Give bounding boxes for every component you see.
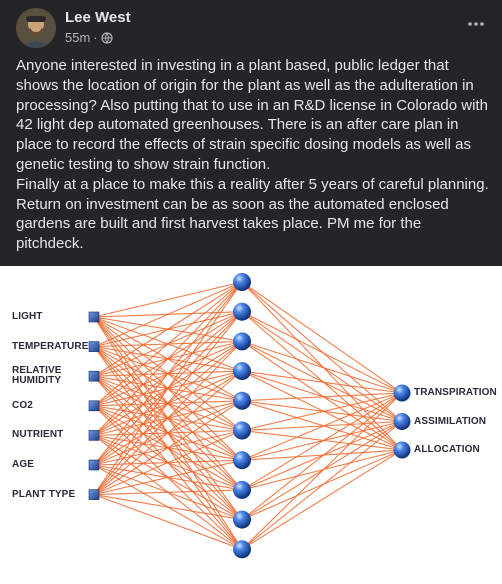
connection-line — [241, 420, 403, 432]
connection-line — [241, 449, 403, 550]
connection-line — [241, 281, 403, 394]
connection-line — [241, 392, 403, 550]
hidden-node — [233, 362, 251, 381]
connection-line — [93, 459, 243, 496]
connection-line — [241, 392, 403, 461]
connection-line — [241, 392, 403, 491]
connection-line — [93, 281, 243, 436]
connection-line — [93, 281, 243, 318]
connection-line — [241, 392, 403, 432]
meta-separator: · — [93, 30, 98, 45]
input-node — [88, 370, 100, 382]
connection-line — [93, 281, 243, 377]
input-label: RELATIVE HUMIDITY — [12, 365, 62, 387]
connection-line — [93, 281, 243, 466]
input-node — [88, 311, 100, 323]
connection-line — [93, 370, 243, 496]
connection-line — [93, 341, 243, 495]
connection-line — [241, 421, 403, 550]
network-nodes — [88, 273, 411, 559]
input-node — [88, 400, 100, 412]
connection-line — [93, 311, 243, 495]
hidden-node — [233, 451, 251, 470]
output-node — [393, 413, 411, 430]
hidden-node — [233, 332, 251, 351]
connection-line — [93, 494, 243, 521]
connection-line — [241, 400, 403, 423]
connection-line — [241, 370, 403, 423]
connection-line — [241, 370, 403, 394]
input-node — [88, 341, 100, 352]
connection-line — [93, 494, 243, 550]
hidden-node — [233, 480, 251, 499]
post-body: Anyone interested in investing in a plan… — [16, 56, 490, 254]
connection-line — [93, 281, 243, 348]
post-header: Lee West 55m · — [0, 0, 502, 54]
input-label: CO2 — [12, 399, 33, 411]
input-node — [88, 489, 100, 500]
post-paragraph: Anyone interested in investing in a plan… — [16, 57, 488, 173]
input-label: TEMPERATURE — [12, 340, 89, 352]
input-label: AGE — [12, 459, 34, 470]
post-paragraph: Finally at a place to make this a realit… — [16, 175, 489, 253]
connection-line — [241, 311, 403, 394]
hidden-node — [233, 510, 251, 529]
connection-line — [241, 340, 403, 451]
post-timestamp[interactable]: 55m — [65, 30, 91, 45]
connection-lines — [93, 281, 403, 550]
output-node — [393, 441, 411, 459]
hidden-node — [233, 421, 251, 440]
input-label: NUTRIENT — [12, 429, 64, 441]
input-label: PLANT TYPE — [12, 488, 76, 500]
connection-line — [93, 281, 243, 407]
avatar-image — [16, 8, 56, 48]
connection-line — [241, 392, 403, 521]
connection-line — [241, 370, 403, 451]
hidden-node — [233, 540, 251, 559]
connection-line — [241, 400, 403, 451]
input-node — [88, 430, 100, 441]
more-horizontal-icon — [468, 22, 484, 26]
output-label: TRANSPIRATION — [414, 387, 497, 398]
connection-line — [93, 400, 243, 496]
connection-line — [241, 311, 403, 422]
hidden-node — [233, 391, 251, 410]
more-options-button[interactable] — [462, 10, 490, 38]
output-label: ALLOCATION — [414, 444, 480, 455]
connection-line — [241, 392, 403, 402]
connection-line — [93, 429, 243, 496]
hidden-node — [233, 273, 251, 291]
input-label: LIGHT — [12, 311, 43, 322]
connection-line — [93, 281, 243, 495]
author-name[interactable]: Lee West — [65, 9, 131, 26]
connection-line — [241, 429, 403, 451]
input-node — [88, 459, 100, 471]
avatar[interactable] — [16, 8, 56, 48]
connection-line — [93, 489, 243, 496]
output-label: ASSIMILATION — [414, 415, 487, 427]
connection-line — [241, 340, 403, 394]
connection-line — [241, 449, 403, 461]
neural-network-diagram — [88, 273, 411, 559]
output-node — [393, 384, 411, 402]
post-meta: 55m · — [65, 30, 113, 45]
globe-icon — [101, 31, 113, 44]
hidden-node — [233, 302, 251, 321]
connection-line — [241, 340, 403, 422]
